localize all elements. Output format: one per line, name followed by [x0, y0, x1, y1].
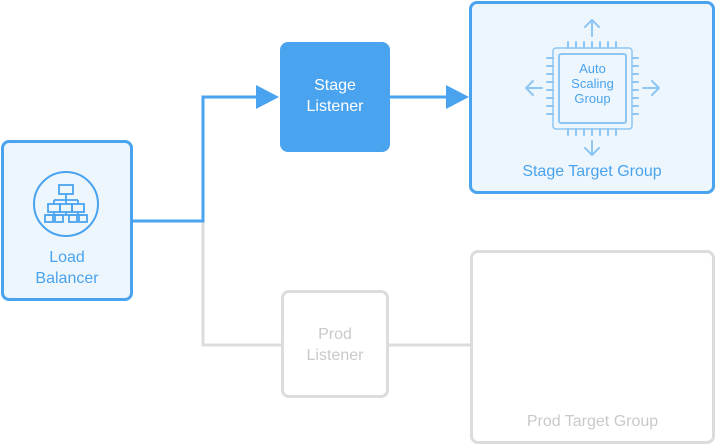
- prod-listener-label: Prod Listener: [306, 326, 364, 364]
- prod-connector: [201, 221, 471, 347]
- network-hierarchy-icon: [44, 184, 88, 223]
- prod-target-group-label: Prod Target Group: [526, 413, 659, 430]
- load-balancer-label: Load Balancer: [35, 249, 99, 287]
- stage-connector: [133, 95, 258, 223]
- load-balancer-icon-circle: [33, 171, 99, 237]
- stage-listener-label: Stage Listener: [306, 77, 364, 115]
- stage-target-group-label: Stage Target Group: [522, 163, 662, 180]
- prod-target-group[interactable]: Prod Target Group: [470, 250, 715, 444]
- stage-target-group[interactable]: Auto Scaling Group Stage Target Group: [469, 1, 715, 194]
- load-balancer-node[interactable]: Load Balancer: [1, 140, 133, 301]
- auto-scaling-group-label: Auto Scaling Group: [571, 61, 614, 106]
- arrowhead-to-stage-listener: [256, 85, 279, 109]
- chip-with-expand-arrows-icon: [525, 19, 660, 156]
- prod-listener-node[interactable]: Prod Listener: [281, 290, 389, 398]
- arrowhead-to-stage-group: [446, 85, 469, 109]
- stage-listener-node[interactable]: Stage Listener: [280, 42, 390, 152]
